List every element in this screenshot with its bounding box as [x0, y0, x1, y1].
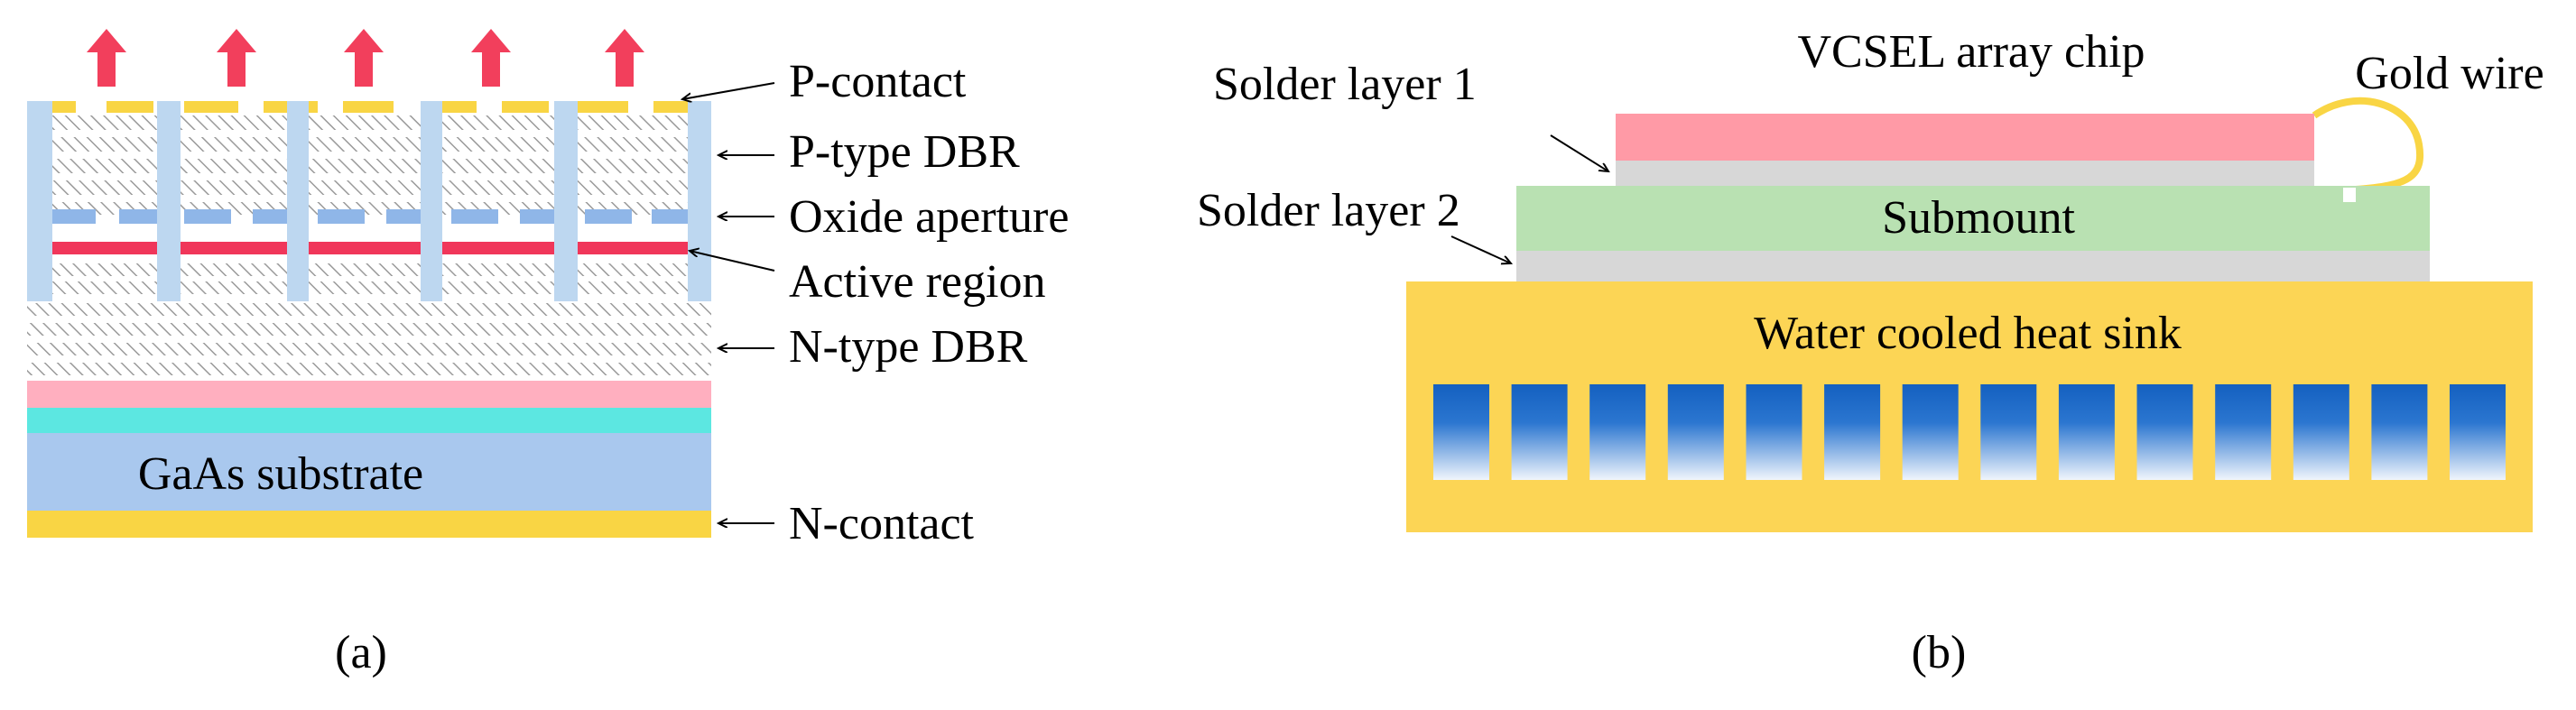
- n-type-dbr: [27, 303, 711, 375]
- vcsel-chip-label: VCSEL array chip: [1797, 26, 2145, 78]
- emission-arrow: [605, 29, 644, 87]
- cyan-layer: [27, 408, 711, 433]
- panel-a-leaders: [682, 82, 775, 523]
- panel-a-caption: (a): [335, 627, 387, 678]
- gaas-substrate-label: GaAs substrate: [138, 448, 423, 500]
- solder-layer-1: [1616, 161, 2314, 186]
- submount-label: Submount: [1882, 192, 2075, 244]
- emission-arrow: [87, 29, 126, 87]
- cooling-channel: [1824, 384, 1881, 480]
- vcsel-array-chip: [1616, 114, 2314, 161]
- oxide-aperture-label: Oxide aperture: [789, 191, 1069, 243]
- panel-a: GaAs substrate P-contact P-type DBR Oxid…: [27, 29, 1069, 678]
- cooling-channel: [1511, 384, 1568, 480]
- panel-b-leaders: [1450, 134, 1608, 263]
- p-contact-label: P-contact: [789, 56, 967, 107]
- emission-arrows: [87, 29, 644, 87]
- cooling-channel: [1667, 384, 1724, 480]
- isolation-pillars: [27, 101, 711, 301]
- emission-arrow: [344, 29, 384, 87]
- cooling-channel: [2371, 384, 2428, 480]
- solder-layer-2: [1516, 251, 2430, 281]
- cooling-channel: [1433, 384, 1489, 480]
- gold-wire-label: Gold wire: [2355, 48, 2544, 99]
- cooling-channel: [1980, 384, 2037, 480]
- cooling-channel: [1589, 384, 1646, 480]
- cooling-channel: [2058, 384, 2115, 480]
- emission-arrow: [217, 29, 256, 87]
- cooling-channels: [1433, 384, 2506, 480]
- emission-arrow: [471, 29, 511, 87]
- p-type-dbr: [27, 115, 711, 215]
- cooling-channel: [1746, 384, 1802, 480]
- submount: [1516, 186, 2430, 251]
- panel-b-caption: (b): [1912, 627, 1967, 678]
- pink-layer: [27, 381, 711, 408]
- gold-wire: [2312, 97, 2424, 193]
- panel-b: VCSEL array chip Gold wire Solder layer …: [1197, 26, 2544, 678]
- solder-layer-1-label: Solder layer 1: [1213, 59, 1477, 110]
- heat-sink-label: Water cooled heat sink: [1754, 308, 2182, 359]
- cooling-channel: [2450, 384, 2506, 480]
- gaas-substrate: [27, 433, 711, 511]
- wire-bond-pad: [2343, 188, 2356, 202]
- cooling-channel: [2293, 384, 2349, 480]
- active-region-label: Active region: [789, 256, 1045, 308]
- solder-layer-2-label: Solder layer 2: [1197, 185, 1460, 236]
- p-type-dbr-lower: [27, 263, 711, 294]
- cooling-channel: [1902, 384, 1959, 480]
- p-contact-layer: [31, 101, 704, 113]
- active-region-segments: [52, 242, 688, 254]
- n-type-dbr-label: N-type DBR: [789, 321, 1028, 373]
- p-type-dbr-label: P-type DBR: [789, 126, 1020, 178]
- cooling-channel: [2136, 384, 2193, 480]
- n-contact-label: N-contact: [789, 498, 975, 549]
- n-contact-layer: [27, 511, 711, 538]
- cooling-channel: [2215, 384, 2272, 480]
